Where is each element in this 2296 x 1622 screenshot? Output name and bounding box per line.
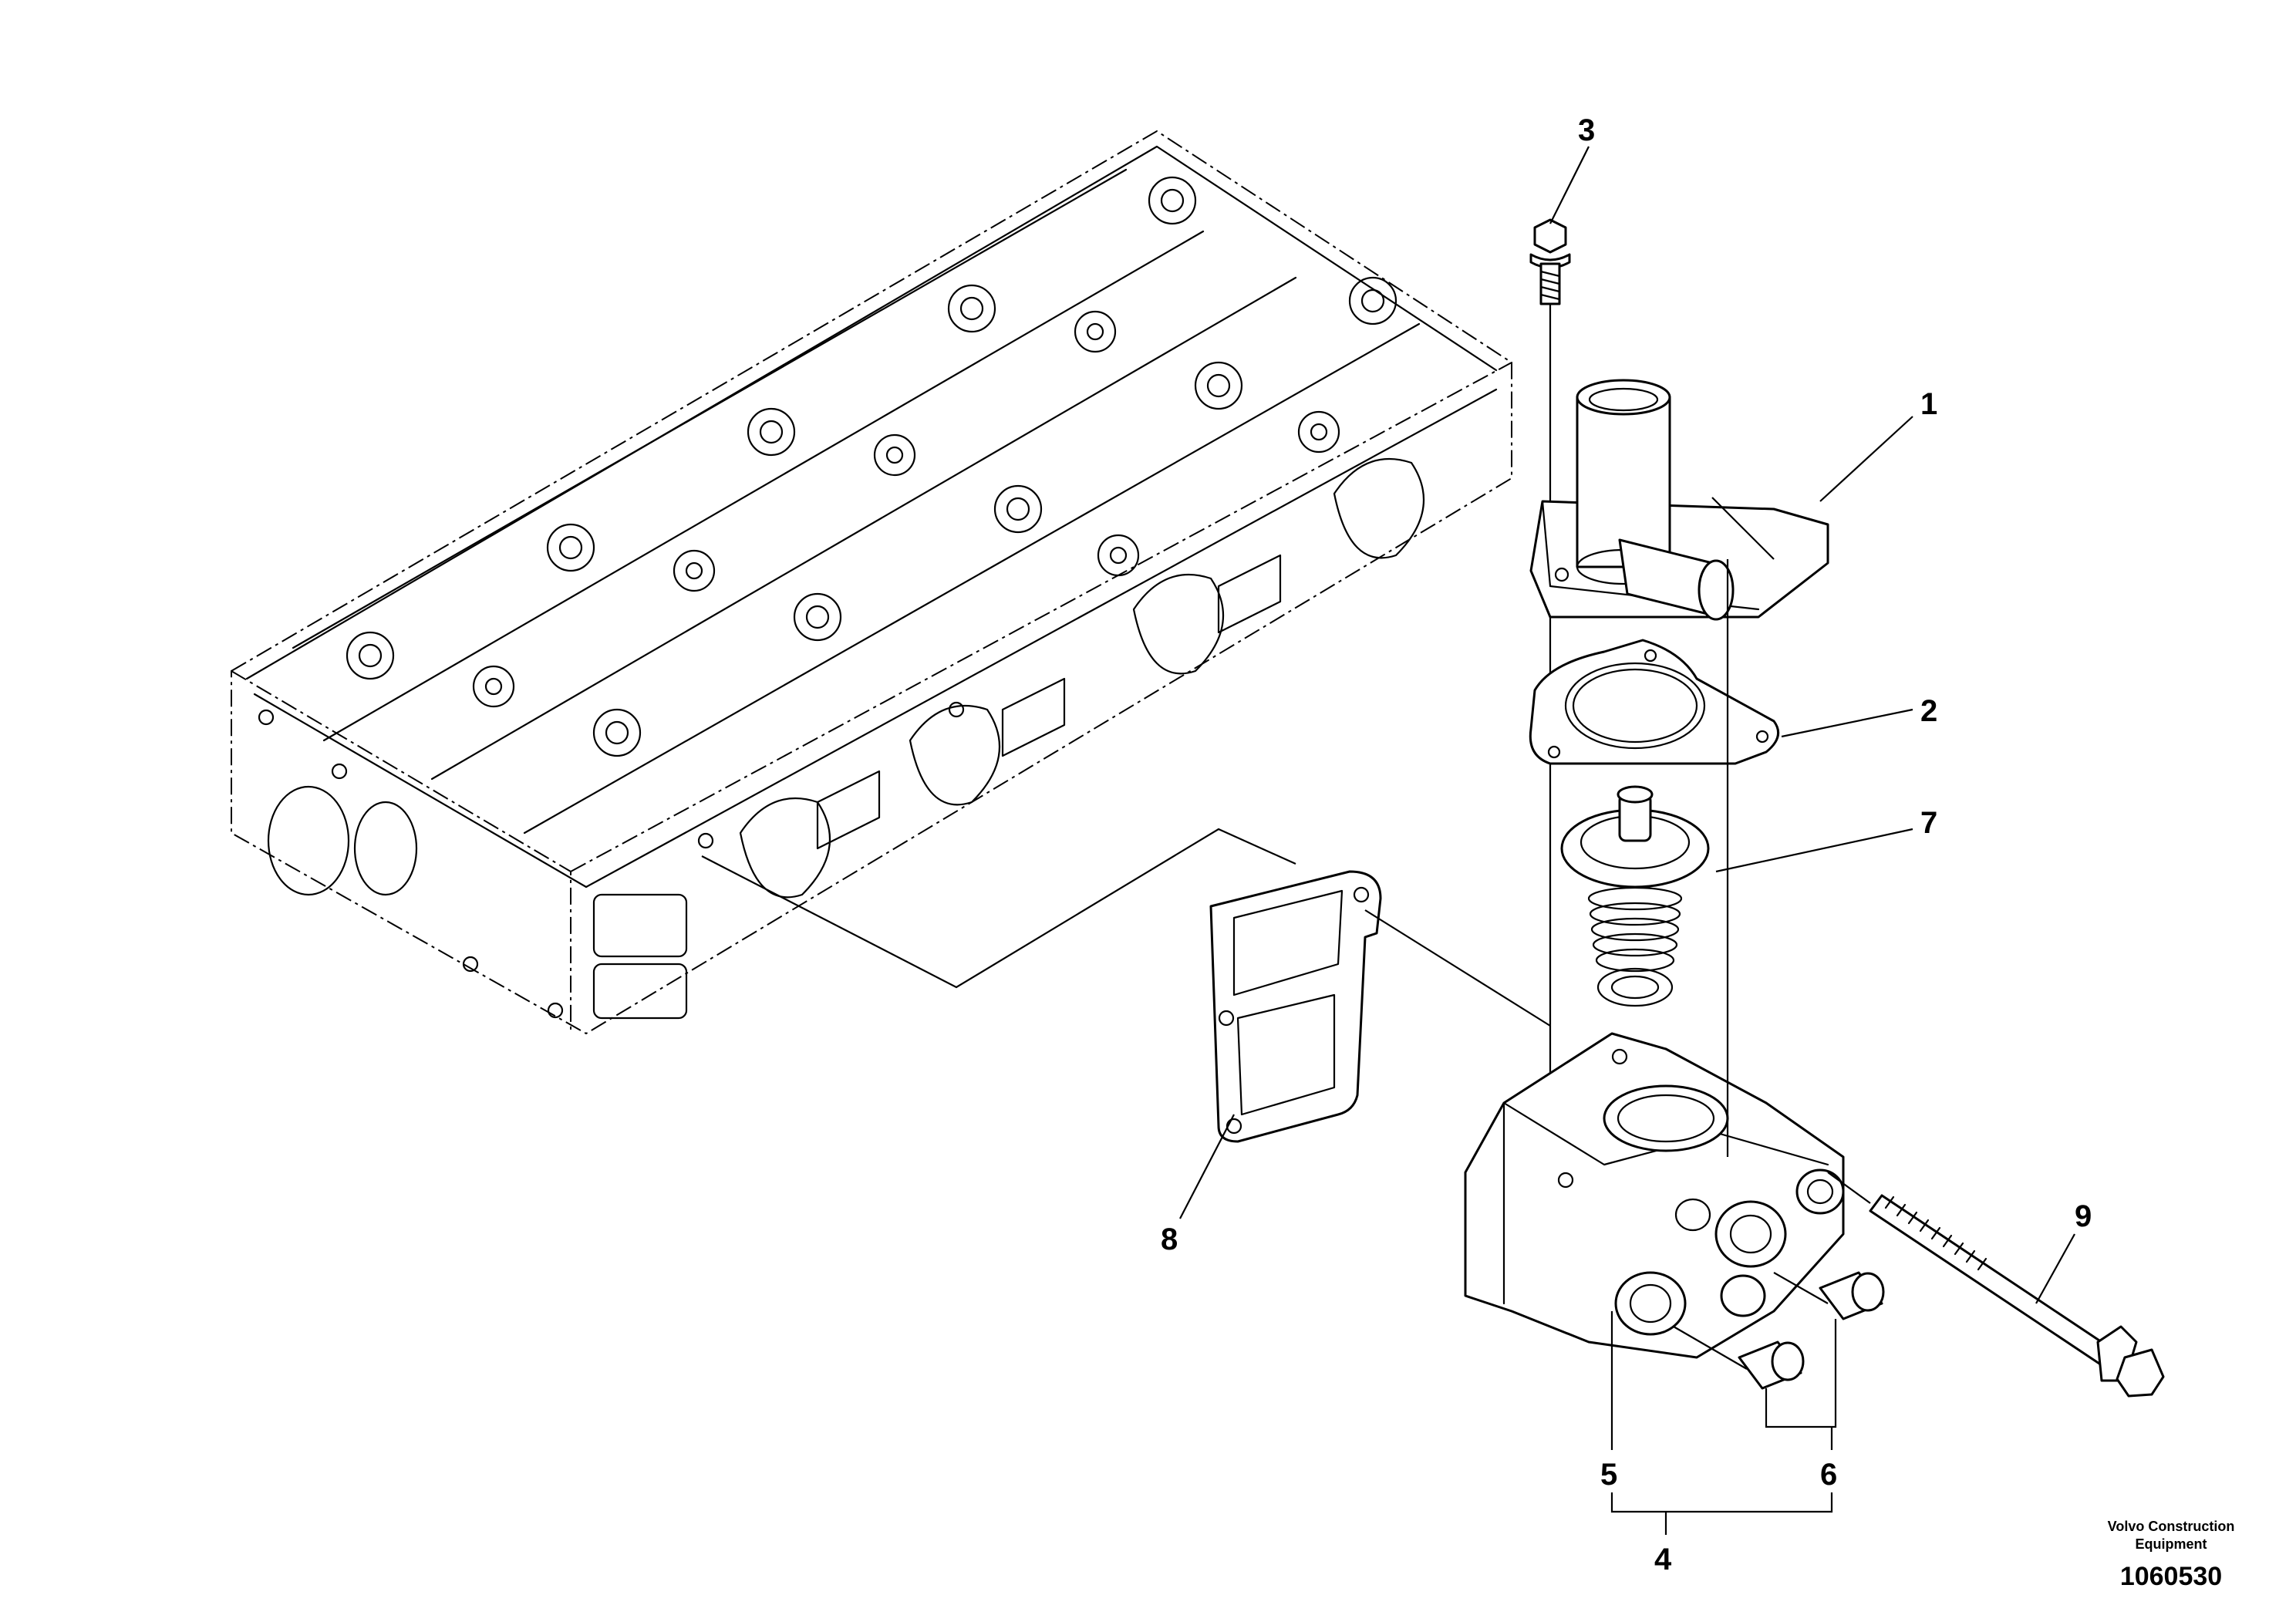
callout-1: 1 [1920, 387, 1937, 421]
housing-gasket-part-8 [1209, 870, 1382, 1143]
brand-line-2: Equipment [2136, 1536, 2207, 1552]
callout-7: 7 [1920, 806, 1937, 840]
callout-leaders [1179, 146, 2075, 1535]
alignment-lines [701, 497, 1775, 1157]
thermostat-part-7 [1560, 785, 1710, 1007]
callout-8: 8 [1161, 1222, 1178, 1256]
callout-4: 4 [1654, 1543, 1672, 1576]
callout-2: 2 [1920, 694, 1937, 728]
callout-9: 9 [2075, 1199, 2092, 1233]
plug-part-6 [1673, 1271, 1885, 1390]
long-bolt-part-9 [1827, 1172, 2165, 1398]
callout-6: 6 [1820, 1458, 1837, 1492]
gasket-part-2 [1529, 639, 1780, 765]
drawing-number: 1060530 [2120, 1562, 2222, 1591]
brand-line-1: Volvo Construction [2108, 1519, 2235, 1534]
cylinder-head [231, 130, 1512, 1035]
thermostat-housing-part-5 [1464, 1032, 1845, 1359]
callout-3: 3 [1578, 113, 1595, 147]
callout-5: 5 [1600, 1458, 1617, 1492]
thermostat-cover-part-1 [1529, 379, 1829, 621]
